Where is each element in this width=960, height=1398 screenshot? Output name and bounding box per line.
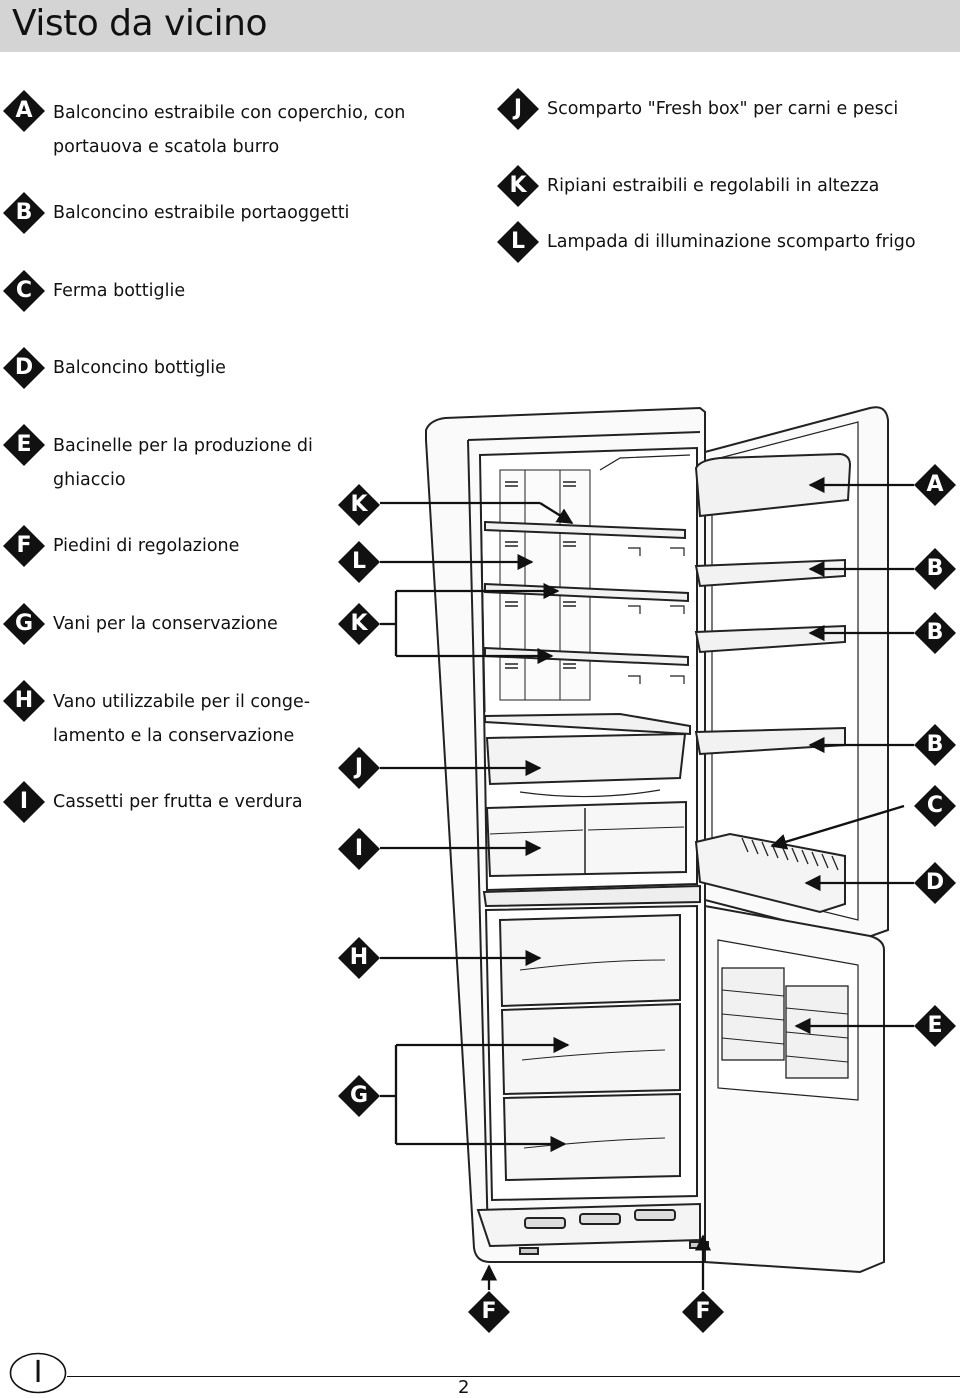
- callout-a: A: [914, 464, 956, 506]
- callout-k-lower: K: [338, 603, 380, 645]
- legend-c-text: Ferma bottiglie: [53, 281, 186, 301]
- legend-h-line1: Vano utilizzabile per il conge-: [53, 692, 311, 712]
- callout-g: G: [338, 1075, 380, 1117]
- legend-g-text: Vani per la conservazione: [53, 614, 278, 634]
- callout-b-3: B: [914, 724, 956, 766]
- title-bar: Visto da vicino: [0, 0, 960, 52]
- legend-badge-c: C: [3, 270, 45, 312]
- legend-e-line1: Bacinelle per la produzione di: [53, 436, 313, 456]
- legend-e-line2: ghiaccio: [53, 470, 126, 490]
- callout-k-upper: K: [338, 484, 380, 526]
- page-number: 2: [458, 1377, 470, 1398]
- legend-f-text: Piedini di regolazione: [53, 536, 240, 556]
- callout-i: I: [338, 828, 380, 870]
- legend-badge-f: F: [3, 525, 45, 567]
- legend-badge-b: B: [3, 192, 45, 234]
- callout-e: E: [914, 1005, 956, 1047]
- legend-i-text: Cassetti per frutta e verdura: [53, 792, 303, 812]
- legend-badge-e: E: [3, 424, 45, 466]
- legend-k-text: Ripiani estraibili e regolabili in altez…: [547, 176, 880, 196]
- legend-badge-a: A: [3, 90, 45, 132]
- legend-badge-g: G: [3, 603, 45, 645]
- callout-b-1: B: [914, 548, 956, 590]
- legend-badge-j: J: [497, 88, 539, 130]
- footer-rule: [67, 1376, 960, 1377]
- legend-badge-i: I: [3, 781, 45, 823]
- callout-f-left: F: [468, 1291, 510, 1333]
- legend-d-text: Balconcino bottiglie: [53, 358, 226, 378]
- legend-l-text: Lampada di illuminazione scomparto frigo: [547, 232, 916, 252]
- callout-c: C: [914, 785, 956, 827]
- callout-h: H: [338, 937, 380, 979]
- legend-badge-k: K: [497, 165, 539, 207]
- callout-l: L: [338, 541, 380, 583]
- legend-badge-h: H: [3, 680, 45, 722]
- legend-a-line2: portauova e scatola burro: [53, 137, 280, 157]
- fridge-cabinet: [425, 406, 889, 1274]
- legend-badge-d: D: [3, 347, 45, 389]
- legend-j-text: Scomparto "Fresh box" per carni e pesci: [547, 99, 899, 119]
- callout-f-right: F: [682, 1291, 724, 1333]
- page-title: Visto da vicino: [12, 3, 267, 44]
- legend-a-line1: Balconcino estraibile con coperchio, con: [53, 103, 406, 123]
- callout-d: D: [914, 862, 956, 904]
- language-badge: I: [9, 1352, 67, 1394]
- legend-badge-l: L: [497, 221, 539, 263]
- legend-h-line2: lamento e la conservazione: [53, 726, 295, 746]
- legend-b-text: Balconcino estraibile portaoggetti: [53, 203, 350, 223]
- callout-j: J: [338, 747, 380, 789]
- callout-b-2: B: [914, 612, 956, 654]
